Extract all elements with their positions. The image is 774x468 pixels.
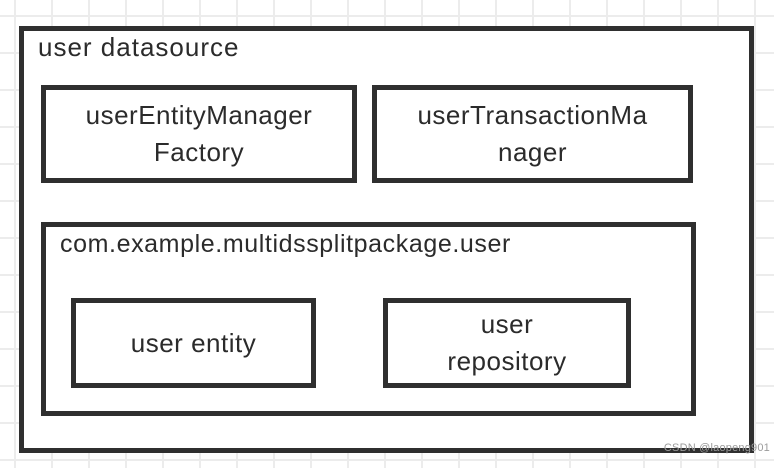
label-line: repository: [447, 346, 567, 376]
user-datasource-box: user datasource userEntityManager Factor…: [19, 26, 754, 453]
package-box: com.example.multidssplitpackage.user use…: [41, 222, 696, 416]
box-user-entity: user entity: [71, 298, 316, 388]
label-line: user: [480, 309, 534, 339]
box-user-transaction-manager: userTransactionMa nager: [372, 85, 693, 183]
box-user-repository: user repository: [383, 298, 631, 388]
label-line: user entity: [130, 327, 257, 358]
label-line: userEntityManager: [85, 100, 313, 130]
package-title: com.example.multidssplitpackage.user: [60, 230, 511, 258]
label-line: userTransactionMa: [417, 100, 648, 130]
csdn-watermark: CSDN @laopeng901: [663, 442, 770, 454]
box-user-entity-label: user entity: [76, 303, 311, 383]
box-user-entity-manager-factory: userEntityManager Factory: [41, 85, 357, 183]
user-datasource-title: user datasource: [38, 32, 240, 62]
box-user-transaction-manager-label: userTransactionMa nager: [377, 90, 688, 178]
box-user-repository-label: user repository: [388, 303, 626, 383]
box-user-entity-manager-factory-label: userEntityManager Factory: [46, 90, 352, 178]
label-line: Factory: [153, 137, 245, 167]
label-line: nager: [498, 137, 567, 167]
